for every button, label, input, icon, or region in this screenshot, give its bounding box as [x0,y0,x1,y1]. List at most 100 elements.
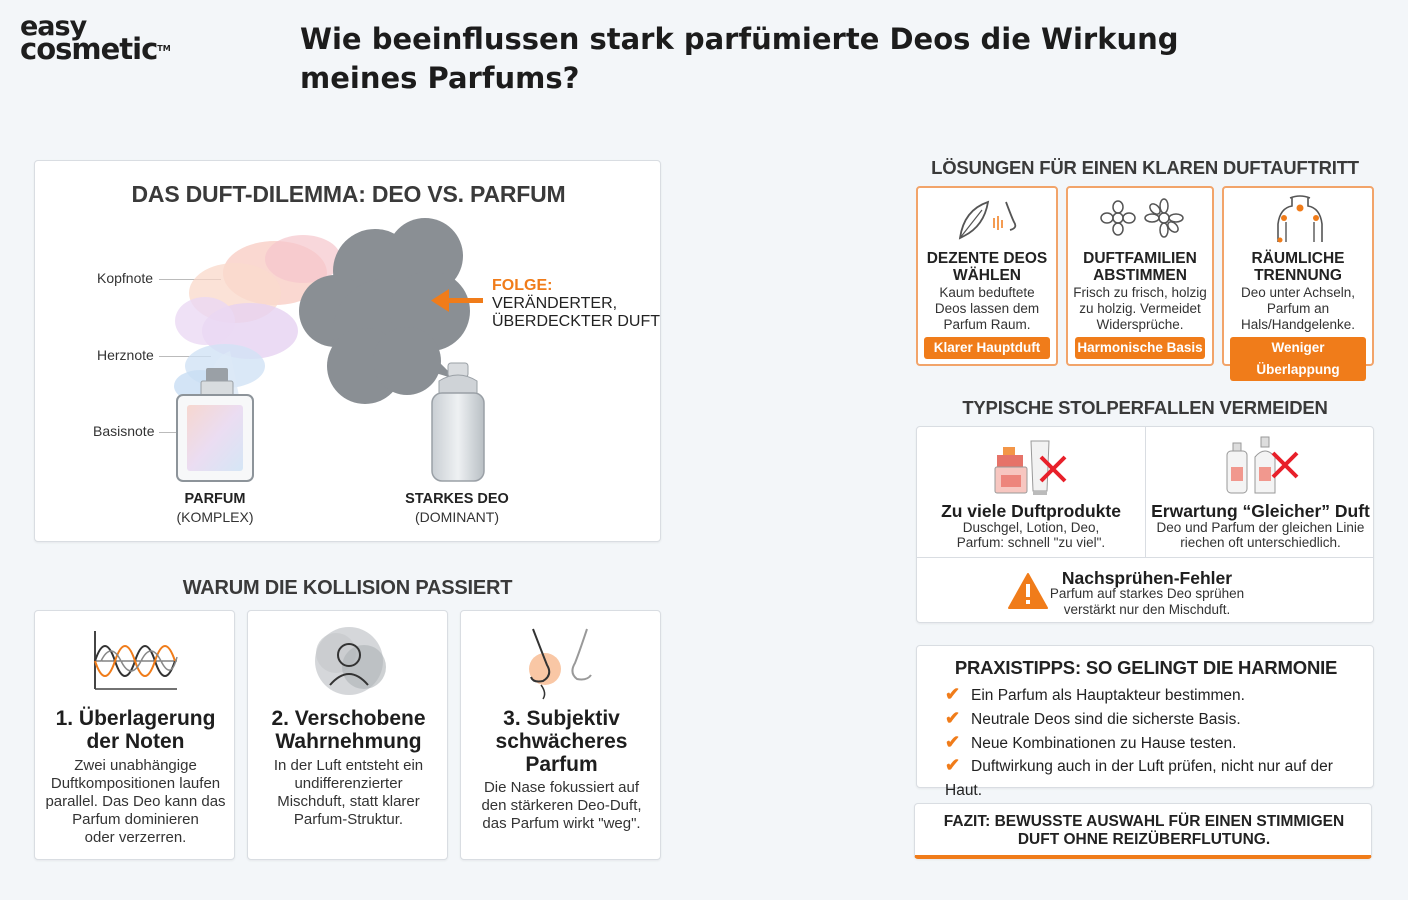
solution-2-text-3: Widersprüche. [1096,317,1184,332]
pitfall-3-text-2: verstärkt nur den Mischduft. [1063,602,1231,617]
perfume-bottle-illustration [176,368,254,482]
label-herznote: Herznote [97,347,154,363]
tip-text-2: Neutrale Deos sind die sicherste Basis. [971,711,1241,728]
dilemma-illustration [174,218,485,482]
solution-3-badge: Weniger Überlappung [1230,337,1366,381]
check-icon: ✔ [945,755,961,775]
pitfall-2-text-1: Deo und Parfum der gleichen Linie [1156,520,1365,535]
pitfall-3-title: Nachsprühen-Fehler [1061,568,1233,588]
solution-3-title-l1: RÄUMLICHE [1251,250,1345,267]
why-card-3-title-l3: Parfum [525,753,598,776]
label-basisnote: Basisnote [93,423,155,439]
dilemma-heading: DAS DUFT-DILEMMA: DEO VS. PARFUM [131,181,566,207]
pitfall-1-text-2: Parfum: schnell "zu viel". [956,535,1106,550]
solution-card-separation: RÄUMLICHE TRENNUNG Deo unter Achseln, Pa… [1222,186,1374,381]
why-card-2-text-4: Parfum-Struktur. [293,811,404,828]
why-card-3-title-l1: 3. Subjektiv [503,707,620,730]
tip-item-3: ✔Neue Kombinationen zu Hause testen. [945,730,1236,756]
folge-line-2: ÜBERDECKTER DUFT [492,313,661,330]
pitfall-2-text-2: riechen oft unterschiedlich. [1180,535,1341,550]
pitfall-2-title: Erwartung “Gleicher” Duft [1151,501,1370,521]
parfum-sublabel: (KOMPLEX) [176,509,254,525]
pitfall-1-title: Zu viele Duftprodukte [941,501,1121,521]
deo-sublabel: (DOMINANT) [415,509,499,525]
brand-logo: easy cosmeticTM [20,11,171,64]
solution-3-title-l2: TRENNUNG [1254,267,1342,284]
fazit-line-2: DUFT OHNE REIZÜBERFLUTUNG. [1017,831,1271,848]
solution-1-text-3: Parfum Raum. [943,317,1031,332]
solution-3-text-1: Deo unter Achseln, [1240,285,1356,300]
tip-text-4: Duftwirkung auch in der Luft prüfen, nic… [945,758,1333,799]
deo-label: STARKES DEO [405,491,509,507]
flower-icons [1100,198,1184,238]
why-card-1-text-2: Duftkompositionen laufen [50,775,221,792]
nose-icon [529,628,592,700]
why-card-2-text-3: Mischduft, statt klarer [277,793,420,810]
solution-2-text-2: zu holzig. Vermeidet [1079,301,1201,316]
wave-overlap-icon [94,631,178,690]
deo-scent-cloud [299,218,470,404]
tip-text-1: Ein Parfum als Hauptakteur bestimmen. [971,687,1245,704]
solution-card-families: DUFTFAMILIEN ABSTIMMEN Frisch zu frisch,… [1066,186,1214,366]
person-in-fog-icon [315,627,386,695]
why-heading: WARUM DIE KOLLISION PASSIERT [182,577,513,599]
check-icon: ✔ [945,684,961,704]
why-card-2-text-2: undifferenzierter [294,775,403,792]
solution-1-text-1: Kaum beduftete [939,285,1035,300]
solution-2-text-1: Frisch zu frisch, holzig [1073,285,1207,300]
tip-item-1: ✔ Ein Parfum als Hauptakteur bestimmen. [945,682,1245,708]
why-card-perception: 2. Verschobene Wahrnehmung In der Luft e… [247,610,448,860]
tips-card: PRAXISTIPPS: SO GELINGT DIE HARMONIE ✔ Ei… [916,645,1374,799]
solution-2-title-l1: DUFTFAMILIEN [1083,250,1197,267]
solution-1-text-2: Deos lassen dem [934,301,1040,316]
solution-2-title-l2: ABSTIMMEN [1093,267,1187,284]
logo-line-1: easy [20,11,87,42]
deo-can-illustration [431,362,485,482]
why-card-1-text-1: Zwei unabhängige [74,757,197,774]
dilemma-card: DAS DUFT-DILEMMA: DEO VS. PARFUM Kopfnot… [34,160,661,542]
check-icon: ✔ [945,732,961,752]
logo-line-2: cosmetic [20,32,158,66]
folge-line-1: VERÄNDERTER, [492,295,618,312]
pitfalls-vertical-divider [1145,427,1146,557]
why-card-1-text-5: oder verzerren. [84,829,187,846]
logo-trademark: TM [157,44,171,53]
solution-card-discreet: DEZENTE DEOS WÄHLEN Kaum beduftete Deos … [916,186,1058,366]
why-card-overlay: 1. Überlagerung der Noten Zwei unabhängi… [34,610,235,860]
arrow-left-icon [431,289,483,312]
solution-1-title-l1: DEZENTE DEOS [926,250,1048,267]
why-card-2-text-1: In der Luft entsteht ein [273,757,424,774]
pitfall-1-text-1: Duschgel, Lotion, Deo, [962,520,1100,535]
same-line-cross-icon [1226,436,1299,494]
folge-title: FOLGE: [492,277,553,294]
basisnote-leader [159,432,179,433]
kopfnote-leader [159,279,221,280]
tips-heading: PRAXISTIPPS: SO GELINGT DIE HARMONIE [954,657,1338,678]
why-card-1-title-l2: der Noten [86,730,185,753]
check-icon: ✔ [945,708,961,728]
solutions-heading: LÖSUNGEN FÜR EINEN KLAREN DUFTAUFTRITT [931,157,1359,178]
warning-icon [1008,573,1048,609]
why-card-3-text-3: das Parfum wirkt "weg". [482,815,641,832]
why-card-1-text-3: parallel. Das Deo kann das [45,793,226,810]
solution-1-badge: Klarer Hauptduft [924,337,1050,359]
pitfalls-heading: TYPISCHE STOLPERFALLEN VERMEIDEN [962,397,1328,418]
solution-3-text-3: Hals/Handgelenke. [1240,317,1356,332]
pitfalls-card: Zu viele Duftprodukte Duschgel, Lotion, … [916,426,1374,623]
pitfall-3-text-1: Parfum auf starkes Deo sprühen [1049,586,1245,601]
why-card-1-text-4: Parfum dominieren [72,811,199,828]
label-kopfnote: Kopfnote [97,270,154,286]
why-card-3-text-2: den stärkeren Deo-Duft, [481,797,642,814]
products-cross-icon [994,440,1067,495]
solution-1-title-l2: WÄHLEN [952,267,1022,284]
page-title: Wie beeinflussen stark parfümierte Deos … [300,22,1179,95]
parfum-label: PARFUM [184,491,246,507]
why-card-3-title-l2: schwächeres [495,730,628,753]
why-card-2-title-l2: Wahrnehmung [275,730,422,753]
why-card-2-title-l1: 2. Verschobene [271,707,426,730]
herznote-leader [159,356,211,357]
tip-item-2: ✔ Neutrale Deos sind die sicherste Basis. [945,706,1241,732]
pitfalls-horizontal-divider [917,557,1373,558]
fazit-line-1: FAZIT: BEWUSSTE AUSWAHL FÜR EINEN STIMMI… [943,813,1345,830]
why-card-3-text-1: Die Nase fokussiert auf [483,779,640,796]
